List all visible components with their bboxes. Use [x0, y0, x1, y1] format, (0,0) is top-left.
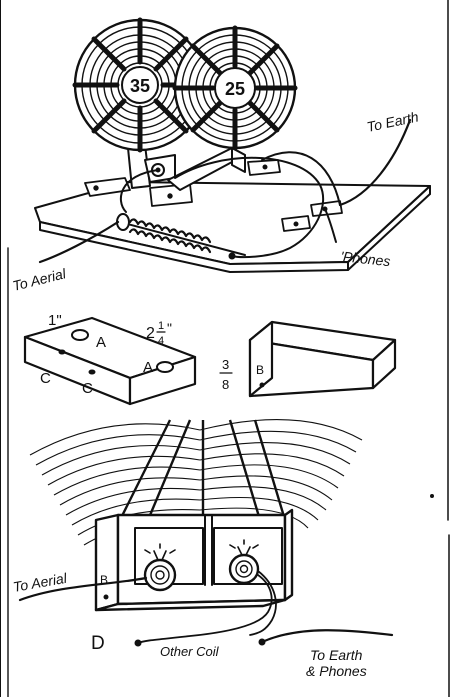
ink-speck: [430, 494, 434, 498]
bracket-wires: [18, 570, 394, 647]
coil-right: 25: [172, 25, 298, 151]
coil-left-label: 35: [130, 76, 150, 96]
svg-text:4: 4: [158, 335, 164, 347]
label-to-aerial-top: To Aerial: [11, 265, 68, 294]
coil-windings: [29, 419, 363, 546]
hole-label-c2: C: [82, 380, 93, 397]
long-block: [23, 316, 197, 406]
figure-3-bracket: To Aerial B D Other Coil To Earth & Phon…: [12, 419, 394, 679]
figure-2-blocks: 1" 2 1 4 " 3 8 A A C C B: [23, 312, 397, 406]
label-to-earth-top: To Earth: [365, 108, 420, 135]
dim-thickness: 3 8: [219, 357, 233, 392]
block-label-b: B: [256, 363, 264, 377]
coil-left: 35: [72, 17, 208, 153]
svg-text:2: 2: [146, 325, 155, 342]
hole-label-a1: A: [96, 334, 106, 351]
label-to-aerial-bottom: To Aerial: [12, 570, 69, 595]
svg-text:": ": [167, 320, 172, 336]
label-to-earth-bottom-line2: & Phones: [306, 663, 367, 679]
u-bracket: [94, 508, 294, 612]
wires: [38, 118, 412, 264]
terminal-left: [143, 543, 177, 592]
hole-label-c1: C: [40, 370, 51, 387]
figure-letter-d: D: [91, 633, 105, 654]
figure-1-coil-holder: 35 25: [11, 17, 431, 294]
hole-label-a2: A: [143, 359, 153, 376]
terminal-right: [228, 539, 260, 585]
dim-length: 2 1 4 ": [146, 320, 172, 347]
bracket-label-b: B: [100, 573, 108, 587]
label-other-coil: Other Coil: [160, 644, 220, 659]
loading-coil: [116, 213, 246, 260]
svg-text:1: 1: [158, 320, 164, 332]
short-block-b: [248, 320, 397, 398]
coil-right-label: 25: [225, 79, 245, 99]
label-phones: 'Phones: [340, 248, 392, 269]
label-to-earth-bottom-line1: To Earth: [310, 647, 363, 663]
svg-text:3: 3: [222, 357, 229, 372]
svg-text:8: 8: [222, 377, 229, 392]
dim-width: 1": [48, 312, 62, 329]
